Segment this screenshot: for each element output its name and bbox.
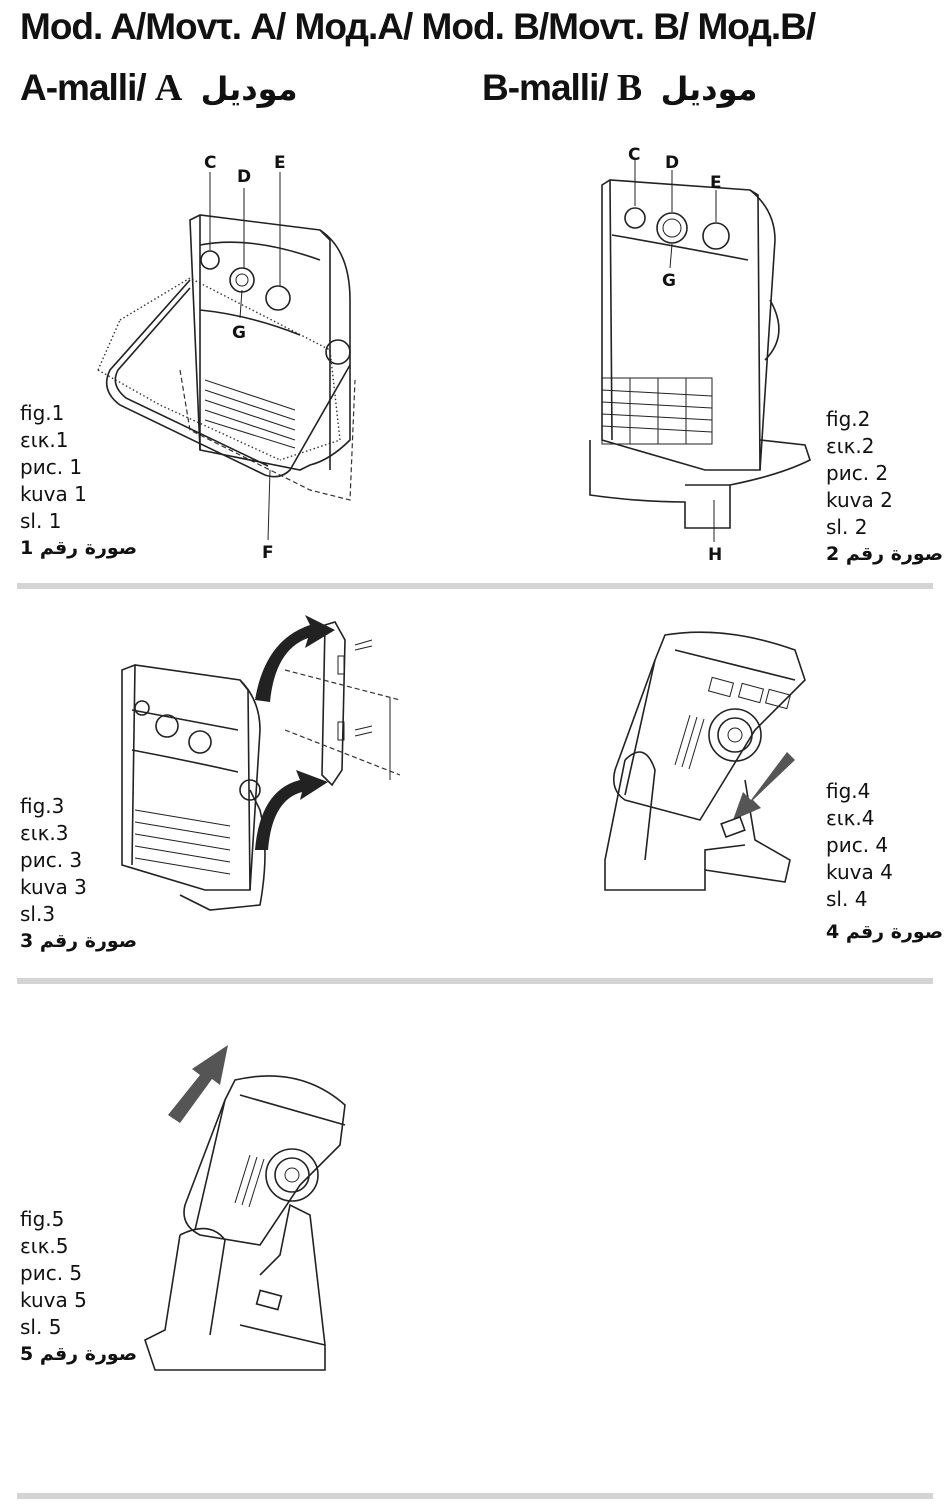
caption-line: рис. 1 bbox=[20, 455, 83, 479]
callout-d: D bbox=[665, 153, 679, 173]
caption-arabic: 5 صورة رقم bbox=[20, 1343, 138, 1365]
callout-c: C bbox=[204, 153, 216, 173]
callout-f: F bbox=[262, 543, 274, 563]
figure-5-base-removal-illustration bbox=[144, 1045, 346, 1371]
model-b-label: B-malli/ bbox=[482, 67, 609, 108]
model-a-arabic: موديل bbox=[200, 70, 299, 108]
callout-h: H bbox=[708, 545, 722, 565]
caption-line: kuva 4 bbox=[826, 860, 893, 884]
caption-line: εικ.3 bbox=[20, 821, 69, 845]
caption-line: sl. 4 bbox=[826, 887, 868, 911]
header-model-a: A-malli/ A موديل bbox=[20, 66, 299, 110]
caption-line: εικ.5 bbox=[20, 1234, 69, 1258]
caption-line: рис. 3 bbox=[20, 848, 83, 872]
model-b-arabic: موديل bbox=[660, 70, 759, 108]
separator-2 bbox=[17, 978, 933, 984]
figure-1-caption: fig.1 εικ.1 рис. 1 kuva 1 sl. 1 1 صورة ر… bbox=[20, 400, 137, 562]
caption-line: εικ.2 bbox=[826, 434, 875, 458]
caption-line: sl. 5 bbox=[20, 1315, 62, 1339]
caption-line: kuva 3 bbox=[20, 875, 87, 899]
separator-1 bbox=[17, 583, 933, 589]
caption-arabic: 4 صورة رقم bbox=[826, 921, 944, 943]
separator-3 bbox=[17, 1493, 933, 1499]
model-b-letter: B bbox=[616, 67, 642, 109]
caption-arabic: 1 صورة رقم bbox=[20, 537, 138, 559]
caption-line: kuva 2 bbox=[826, 488, 893, 512]
caption-line: sl. 1 bbox=[20, 509, 62, 533]
caption-line: εικ.4 bbox=[826, 806, 875, 830]
caption-arabic: 3 صورة رقم bbox=[20, 930, 138, 952]
figure-3-wall-mount-illustration bbox=[121, 615, 401, 911]
caption-line: рис. 2 bbox=[826, 461, 889, 485]
caption-line: рис. 4 bbox=[826, 833, 889, 857]
callout-c: C bbox=[628, 145, 640, 165]
caption-arabic: 2 صورة رقم bbox=[826, 543, 944, 565]
caption-line: fig.3 bbox=[20, 794, 65, 818]
caption-line: sl.3 bbox=[20, 902, 56, 926]
callout-d: D bbox=[237, 167, 251, 187]
figure-3-caption: fig.3 εικ.3 рис. 3 kuva 3 sl.3 3 صورة رق… bbox=[20, 793, 137, 955]
figure-4-caption: fig.4 εικ.4 рис. 4 kuva 4 sl. 4 4 صورة ر… bbox=[826, 778, 943, 946]
callout-e: E bbox=[274, 153, 286, 173]
caption-line: εικ.1 bbox=[20, 428, 69, 452]
caption-line: fig.4 bbox=[826, 779, 871, 803]
callout-g: G bbox=[662, 271, 676, 291]
caption-line: fig.1 bbox=[20, 401, 65, 425]
header-models-line: Mod. A/Movτ. A/ Мод.A/ Mod. B/Movτ. B/ М… bbox=[20, 6, 816, 48]
figure-2-caption: fig.2 εικ.2 рис. 2 kuva 2 sl. 2 2 صورة ر… bbox=[826, 406, 943, 568]
caption-line: fig.5 bbox=[20, 1207, 65, 1231]
caption-line: kuva 1 bbox=[20, 482, 87, 506]
figure-2-heater-illustration: C D E G H bbox=[589, 145, 811, 565]
figure-4-base-release-illustration bbox=[604, 631, 806, 891]
callout-e: E bbox=[710, 173, 722, 193]
header-model-b: B-malli/ B موديل bbox=[482, 66, 759, 110]
caption-line: рис. 5 bbox=[20, 1261, 83, 1285]
caption-line: sl. 2 bbox=[826, 515, 868, 539]
callout-g: G bbox=[232, 323, 246, 343]
caption-line: kuva 5 bbox=[20, 1288, 87, 1312]
caption-line: fig.2 bbox=[826, 407, 871, 431]
figure-1-heater-illustration: C D E G F bbox=[97, 153, 356, 563]
header-models-text: Mod. A/Movτ. A/ Мод.A/ Mod. B/Movτ. B/ М… bbox=[20, 6, 816, 47]
model-a-letter: A bbox=[154, 67, 182, 109]
figure-5-caption: fig.5 εικ.5 рис. 5 kuva 5 sl. 5 5 صورة ر… bbox=[20, 1206, 137, 1368]
model-a-label: A-malli/ bbox=[20, 67, 147, 108]
